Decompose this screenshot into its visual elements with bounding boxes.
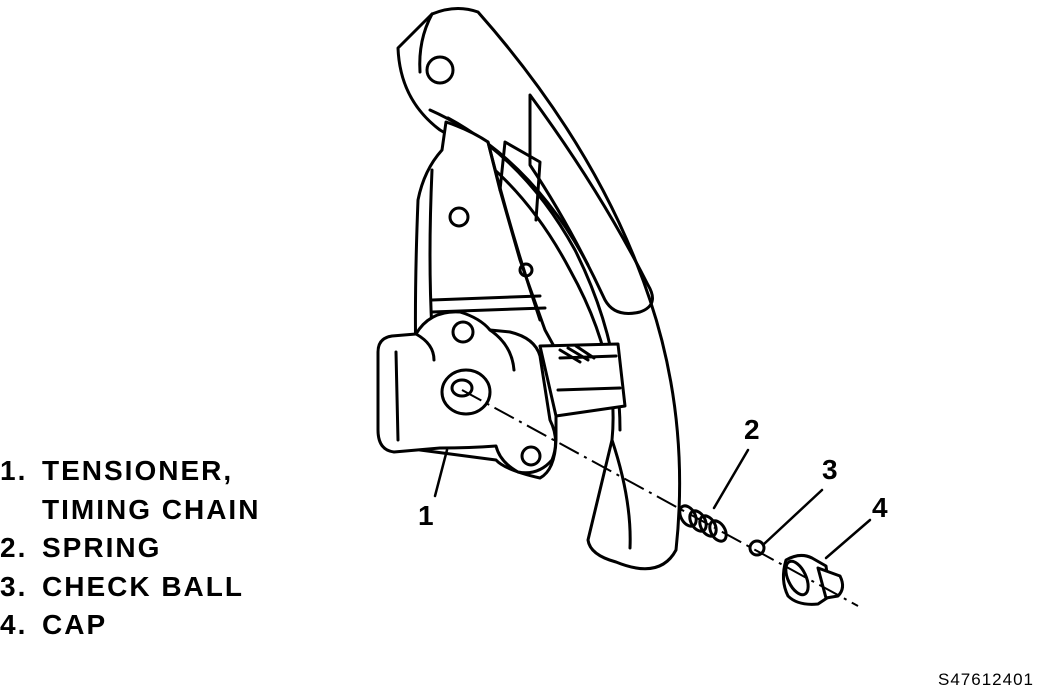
callout-2: 2 (744, 414, 760, 445)
leader-line-3 (762, 488, 824, 546)
legend-label: TIMING CHAIN (42, 493, 261, 525)
legend-item-check-ball: 3. CHECK BALL (0, 568, 260, 607)
lower-mounting-hole (451, 320, 475, 344)
legend-item-cap: 4. CAP (0, 606, 260, 645)
bottom-mounting-hole (520, 445, 542, 467)
legend-number: 2. (0, 532, 28, 563)
legend-item-tensioner: 1. TENSIONER, (0, 452, 260, 491)
upper-pivot-hole (425, 55, 455, 85)
legend-label: TENSIONER, (42, 455, 234, 486)
leader-line-1 (433, 448, 449, 498)
legend: 1. TENSIONER, TIMING CHAIN 2. SPRING 3. CHE… (0, 452, 260, 645)
legend-number: 1. (0, 455, 28, 486)
figure-id: S47612401 (938, 670, 1034, 689)
legend-number: 4. (0, 609, 28, 640)
callout-3: 3 (822, 454, 838, 485)
legend-item-spring: 2. SPRING (0, 529, 260, 568)
legend-number: 3. (0, 570, 28, 602)
legend-label: SPRING (42, 532, 162, 563)
plunger-housing (538, 342, 627, 418)
callout-1: 1 (418, 500, 434, 531)
legend-item-tensioner-continued: TIMING CHAIN (0, 491, 260, 530)
mounting-hole (448, 206, 470, 228)
callout-4: 4 (872, 492, 888, 523)
check-ball (748, 539, 766, 557)
legend-label: CAP (42, 609, 108, 640)
spring (678, 504, 728, 543)
assembly-axis (461, 389, 859, 607)
leader-line-2 (712, 448, 750, 510)
plunger-bore (440, 368, 492, 416)
legend-label: CHECK BALL (42, 570, 244, 602)
leader-line-4 (824, 518, 872, 560)
